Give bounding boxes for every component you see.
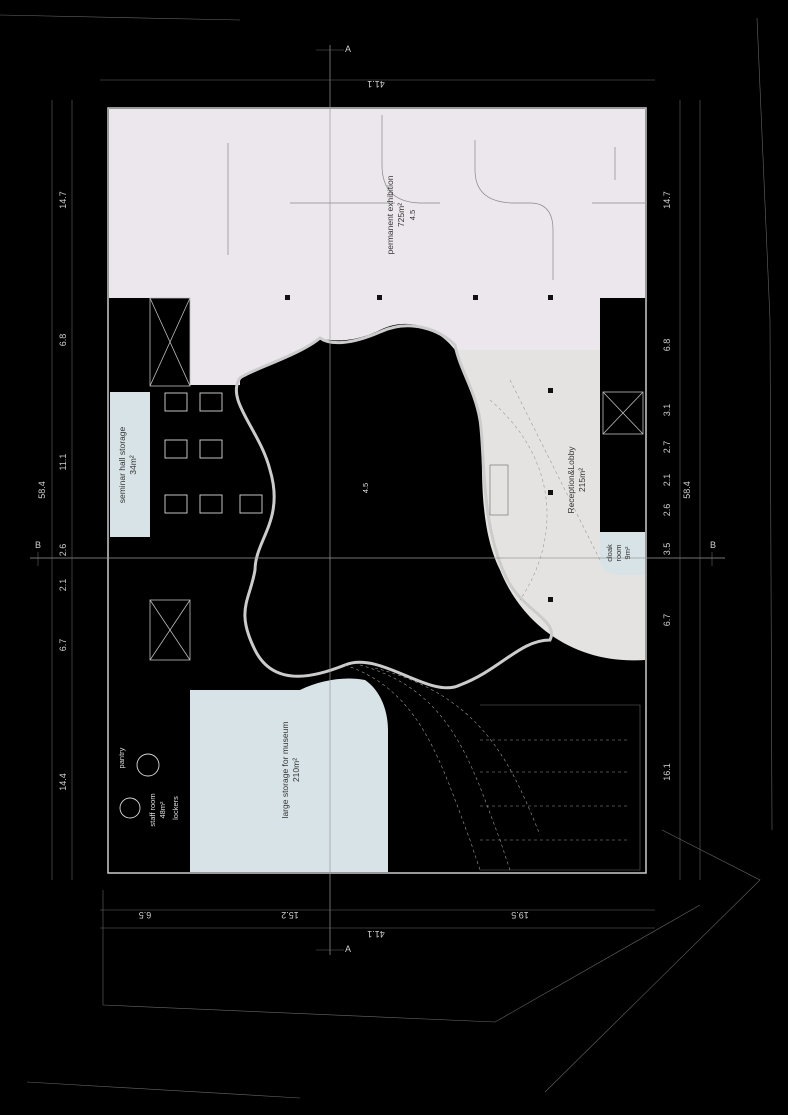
cloak-room-label-2: room <box>614 544 623 561</box>
staff-room-label: staff room <box>148 793 157 826</box>
dim-right-seg-1: 14.7 <box>662 191 672 209</box>
section-marks: A A B B <box>35 44 716 954</box>
exhibition-partitions <box>227 115 645 280</box>
dim-bottom-seg-3: 19.5 <box>511 910 529 920</box>
dim-right-seg-9: 16.1 <box>662 763 672 781</box>
permanent-exhibition-level: 4.5 <box>408 210 417 220</box>
section-mark-bottom: A <box>345 944 351 954</box>
dim-left-seg-2: 6.8 <box>58 334 68 347</box>
dim-right-seg-2: 6.8 <box>662 339 672 352</box>
staff-room-area-text: 48m² <box>158 801 167 819</box>
columns <box>285 295 553 602</box>
large-storage-area <box>190 678 388 872</box>
seminar-storage-area <box>110 392 150 537</box>
large-storage-area-text: 210m² <box>291 758 301 782</box>
dim-bottom-total: 41.1 <box>367 929 385 939</box>
dim-left-seg-4: 2.6 <box>58 544 68 557</box>
dim-left-seg-6: 6.7 <box>58 639 68 652</box>
dim-left-seg-7: 14.4 <box>58 773 68 791</box>
dimension-labels: 41.1 41.1 6.5 15.2 19.5 58.4 14.7 6.8 11… <box>37 79 692 939</box>
axis-lines <box>30 45 725 955</box>
stair-cores <box>149 297 644 661</box>
dimension-lines <box>51 79 701 929</box>
dim-bottom-seg-2: 15.2 <box>281 910 299 920</box>
reception-lobby-area <box>455 350 645 661</box>
dim-bottom-seg-1: 6.5 <box>139 910 152 920</box>
atrium-wall <box>234 324 554 690</box>
dim-top-total: 41.1 <box>367 79 385 89</box>
dim-right-seg-7: 3.5 <box>662 543 672 556</box>
cloak-room-area <box>600 532 645 575</box>
reception-lobby-area-text: 215m² <box>577 468 587 492</box>
lockers-label: lockers <box>171 796 180 820</box>
dim-right-seg-3: 3.1 <box>662 404 672 417</box>
atrium-level: 4.5 <box>361 483 370 493</box>
permanent-exhibition-area <box>109 109 645 385</box>
dim-right-seg-5: 2.1 <box>662 474 672 487</box>
cloak-room-label-1: cloak <box>605 544 614 562</box>
site-boundary <box>0 14 773 1099</box>
seminar-storage-area-text: 34m² <box>128 455 138 475</box>
section-mark-top: A <box>345 44 351 54</box>
pantry-label: pantry <box>117 747 126 768</box>
reception-lobby-label: Reception&Lobby <box>566 446 576 514</box>
auditorium-rows <box>344 664 641 871</box>
dim-right-total: 58.4 <box>682 481 692 499</box>
section-mark-left: B <box>35 540 41 550</box>
dim-right-seg-8: 6.7 <box>662 614 672 627</box>
permanent-exhibition-label: permanent exhibition <box>385 175 395 254</box>
permanent-exhibition-area-text: 725m² <box>396 203 406 227</box>
dim-right-seg-4: 2.7 <box>662 441 672 454</box>
dim-right-seg-6: 2.6 <box>662 504 672 517</box>
dim-left-seg-5: 2.1 <box>58 579 68 592</box>
dim-left-seg-3: 11.1 <box>58 454 68 471</box>
cloak-room-area-text: 9m² <box>623 546 632 559</box>
large-storage-label: large storage for museum <box>280 722 290 819</box>
lobby-guides <box>489 379 601 601</box>
seminar-furniture <box>119 392 263 819</box>
dim-left-total: 58.4 <box>37 481 47 499</box>
room-labels: permanent exhibition 725m² 4.5 Reception… <box>117 175 632 826</box>
dim-left-seg-1: 14.7 <box>58 191 68 209</box>
section-mark-right: B <box>710 540 716 550</box>
seminar-storage-label: seminar hall storage <box>117 426 127 503</box>
